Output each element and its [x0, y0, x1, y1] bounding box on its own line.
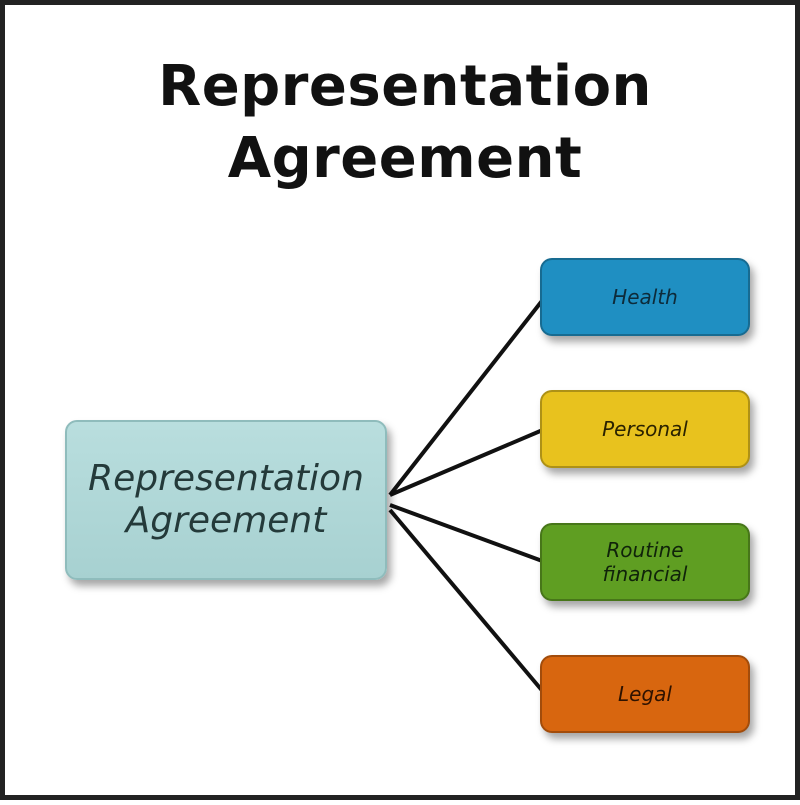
branch-legal-label: Legal: [618, 682, 672, 706]
diagram-title: Representation Agreement: [5, 51, 800, 195]
connector-legal: [388, 508, 547, 696]
title-line-1: Representation: [158, 54, 652, 119]
branch-health-label: Health: [612, 285, 678, 309]
center-node: Representation Agreement: [65, 420, 387, 580]
branch-legal: Legal: [540, 655, 750, 733]
branch-routine-label-line-1: Routine: [606, 538, 684, 562]
connector-health: [388, 295, 547, 497]
center-node-line-2: Agreement: [125, 500, 327, 541]
branch-health: Health: [540, 258, 750, 336]
connector-routine-financial: [389, 503, 546, 564]
title-line-2: Agreement: [227, 126, 583, 191]
center-node-line-1: Representation: [88, 458, 364, 499]
connector-personal: [389, 427, 546, 497]
branch-routine-label-line-2: financial: [602, 562, 688, 586]
connector-lines: [388, 295, 547, 696]
branch-routine-financial: Routine financial: [540, 523, 750, 601]
branch-personal-label: Personal: [602, 417, 688, 441]
branch-personal: Personal: [540, 390, 750, 468]
